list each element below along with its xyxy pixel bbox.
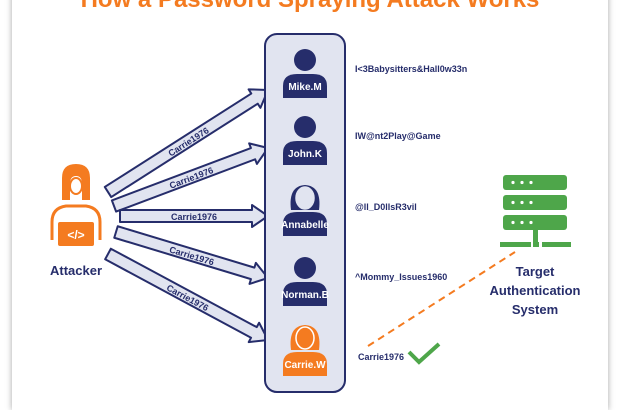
male-user-icon <box>283 116 327 165</box>
title: How a Password Spraying Attack Works <box>81 0 540 13</box>
user-account-mikem: Mike.M I<3Babysitters&Hall0w33n <box>283 49 467 98</box>
user-password-label: @ll_D0llsR3vil <box>355 202 417 212</box>
user-account-carriew: Carrie.W Carrie1976 <box>283 325 404 376</box>
arrow-password-label: Carrie1976 <box>171 212 217 222</box>
checkmark-icon <box>407 342 441 365</box>
spray-arrow: Carrie1976 <box>119 204 269 228</box>
spray-arrow: Carrie1976 <box>113 225 269 285</box>
female-user-icon <box>283 325 327 376</box>
username-label: Norman.B <box>281 290 329 301</box>
attacker-icon: </> <box>50 164 102 246</box>
diagram: How a Password Spraying Attack Works </>… <box>50 0 581 393</box>
user-password-label: IW@nt2Play@Game <box>355 131 441 141</box>
female-user-icon <box>283 185 327 236</box>
username-label: John.K <box>288 149 323 160</box>
user-account-annabelle: Annabelle @ll_D0llsR3vil <box>281 185 417 236</box>
user-password-label: ^Mommy_Issues1960 <box>355 272 447 282</box>
target-label-line1: Target <box>516 264 555 279</box>
successful-login-line <box>367 251 516 347</box>
username-label: Annabelle <box>281 220 329 231</box>
svg-text:</>: </> <box>67 228 84 242</box>
user-password-label: I<3Babysitters&Hall0w33n <box>355 64 467 74</box>
username-label: Carrie.W <box>284 360 326 371</box>
user-account-normanb: Norman.B ^Mommy_Issues1960 <box>281 257 447 306</box>
username-label: Mike.M <box>288 82 321 93</box>
male-user-icon <box>283 257 327 306</box>
arrow-password-label: Carrie1976 <box>166 125 210 158</box>
user-account-johnk: John.K IW@nt2Play@Game <box>283 116 441 165</box>
user-password-label: Carrie1976 <box>358 352 404 362</box>
server-icon <box>500 175 571 247</box>
target-label-line3: System <box>512 302 558 317</box>
male-user-icon <box>283 49 327 98</box>
attacker-label: Attacker <box>50 263 102 278</box>
target-label-line2: Authentication <box>490 283 581 298</box>
